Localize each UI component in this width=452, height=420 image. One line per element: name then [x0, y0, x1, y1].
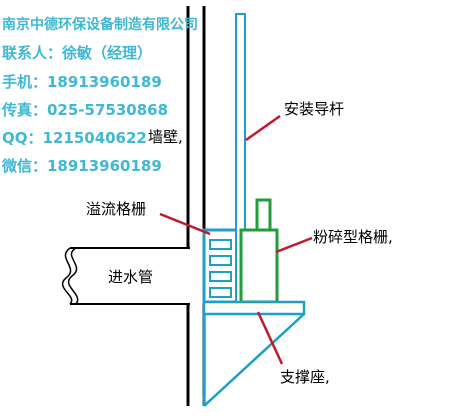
qq-number: QQ：1215040622: [2, 129, 147, 147]
label-overflow-grille: 溢流格栅: [86, 200, 147, 218]
wechat-number: 微信：18913960189: [2, 157, 162, 175]
contact-person: 联系人：徐敏（经理）: [2, 44, 153, 62]
crushing-grille: [239, 198, 279, 304]
leader-overflow-grille: [159, 212, 211, 236]
leader-lines: [159, 114, 313, 365]
pipe-break-mark: [67, 247, 79, 305]
label-inlet-pipe: 进水管: [108, 268, 154, 286]
company-name: 南京中德环保设备制造有限公司: [2, 17, 198, 33]
label-crushing-grille: 粉碎型格栅,: [313, 228, 393, 246]
fax-number: 传真：025-57530868: [2, 101, 169, 119]
support-base: [202, 300, 306, 407]
inlet-pipe: [61, 247, 190, 305]
label-guide-rod: 安装导杆: [284, 100, 345, 118]
label-support-base: 支撑座,: [280, 368, 330, 386]
leader-crushing-grille: [275, 236, 313, 254]
leader-support-base: [256, 311, 284, 365]
label-wall: 墙壁,: [148, 128, 183, 146]
mobile-number: 手机：18913960189: [2, 73, 162, 91]
leader-guide-rod: [245, 114, 281, 142]
overflow-grille: [202, 228, 240, 304]
